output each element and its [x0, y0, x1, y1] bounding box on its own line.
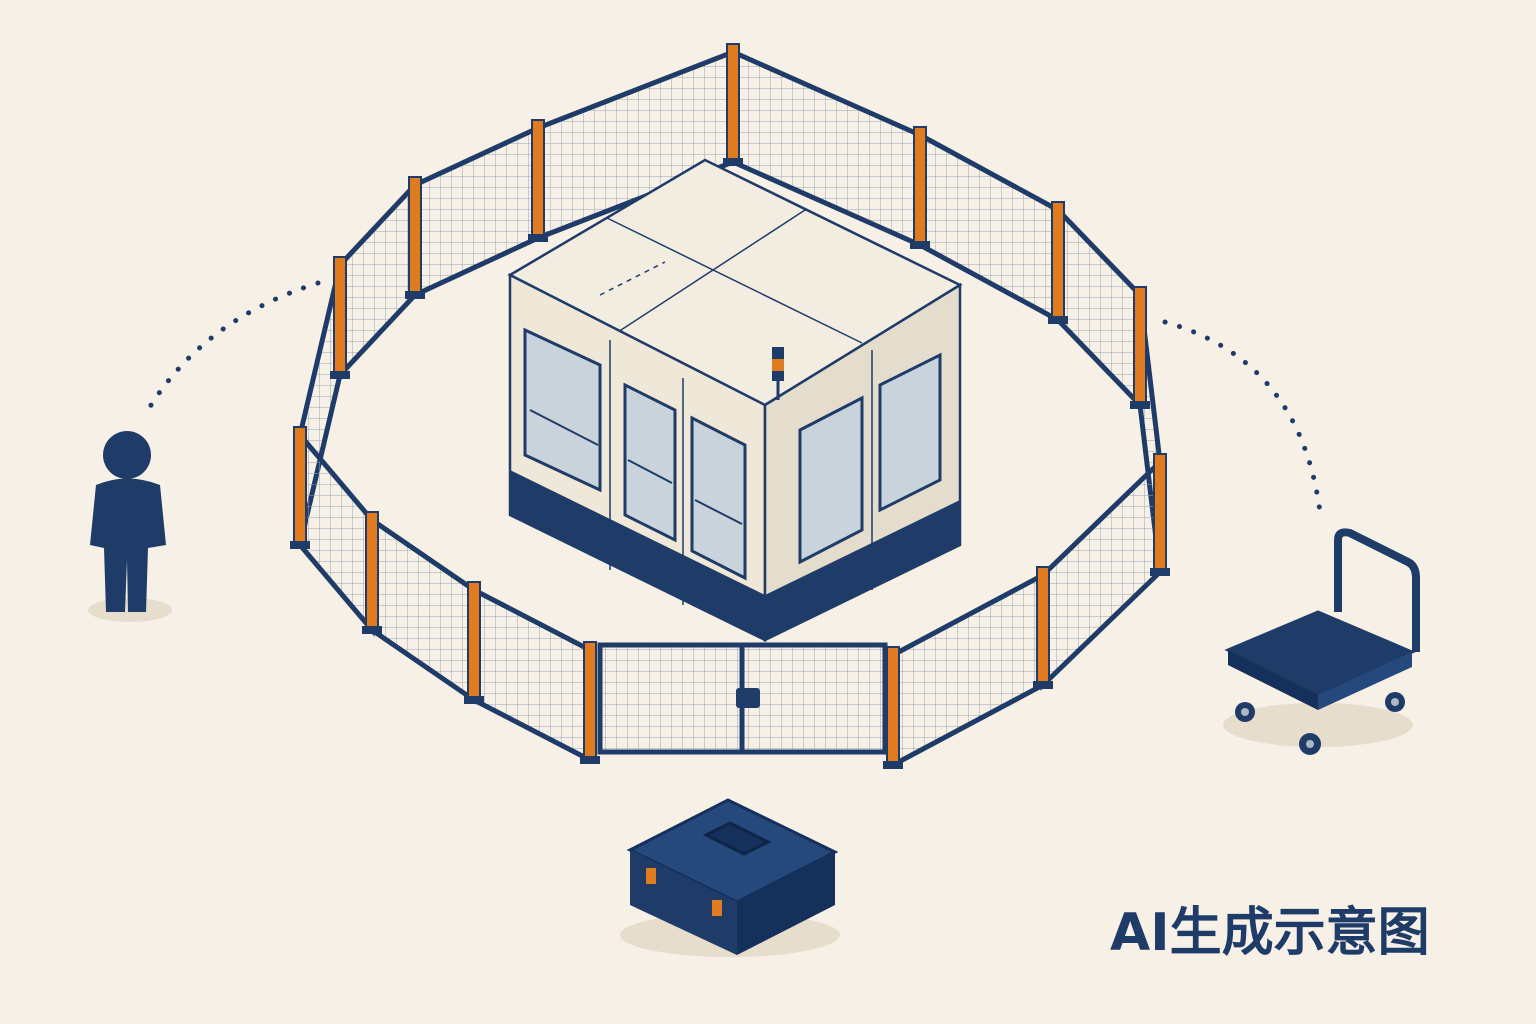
fence-post-foot	[362, 626, 382, 634]
dotted-path-left	[142, 280, 321, 418]
machine-cabinet	[507, 158, 963, 643]
fence-panel	[471, 585, 593, 765]
dotted-path-right	[1162, 319, 1323, 515]
fence-post-foot	[528, 234, 548, 242]
fence-panel	[297, 428, 375, 637]
fence-post	[365, 511, 379, 631]
fence-panel	[890, 570, 1046, 770]
fence-post-foot	[1033, 681, 1053, 689]
fence-post	[293, 426, 307, 546]
fence-post-foot	[1150, 568, 1170, 576]
fence-post	[1036, 566, 1050, 686]
fence-post	[886, 646, 900, 766]
fence-post-foot	[580, 756, 600, 764]
fence-panel	[369, 515, 477, 705]
fence-post	[1153, 453, 1167, 573]
person-icon	[88, 431, 172, 622]
caption-label: AI生成示意图	[1110, 903, 1430, 963]
fence-post-foot	[330, 371, 350, 379]
fence-post	[531, 119, 545, 239]
fence-panel	[1055, 203, 1143, 412]
fence-post	[333, 256, 347, 376]
fence-post	[408, 176, 422, 296]
fence-post	[467, 581, 481, 701]
fence-post-foot	[723, 158, 743, 166]
fence-post	[1133, 286, 1147, 406]
fence-post	[913, 126, 927, 246]
signal-tower-light	[772, 347, 784, 400]
toolbox-icon	[620, 798, 840, 957]
fence-post	[1051, 201, 1065, 321]
safety-fence-front	[290, 426, 1170, 770]
fence-post	[583, 641, 597, 761]
fence-post-foot	[1048, 316, 1068, 324]
fence-panel	[337, 178, 418, 382]
fence-post	[726, 43, 740, 163]
fence-post-foot	[405, 291, 425, 299]
fence-post-foot	[464, 696, 484, 704]
fence-post-foot	[290, 541, 310, 549]
cart-icon	[1223, 528, 1420, 755]
fence-gate	[597, 642, 888, 755]
fence-post-foot	[883, 761, 903, 769]
safety-fence-back	[290, 43, 1170, 576]
fence-post-foot	[910, 241, 930, 249]
fence-post-foot	[1130, 401, 1150, 409]
fence-panel	[1040, 456, 1163, 691]
